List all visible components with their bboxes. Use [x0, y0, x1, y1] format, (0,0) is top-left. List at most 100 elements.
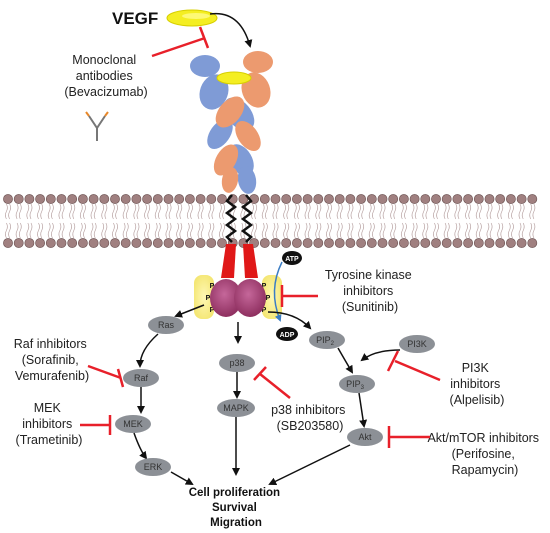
phospholipid-tail [186, 203, 190, 220]
phospholipid-head [527, 238, 538, 248]
phospholipid-tail [37, 222, 40, 239]
phospholipid-head [484, 194, 495, 204]
phospholipid-tail [286, 222, 290, 239]
svg-text:ERK: ERK [144, 462, 163, 472]
phospholipid-tail [433, 203, 436, 220]
arrow-akt-to-outcome [268, 444, 351, 485]
phospholipid-tail [390, 222, 393, 239]
phospholipid-tail [283, 203, 286, 220]
phospholipid-tail [297, 222, 300, 239]
phospholipid-tail [200, 203, 204, 220]
phospholipid-head [409, 238, 420, 248]
phospholipid-tail [93, 222, 97, 239]
pi3k-node: PI3K [399, 335, 435, 353]
phospholipid-tail [507, 203, 511, 220]
phospholipid-head [259, 194, 270, 204]
svg-text:PI3K: PI3K [407, 339, 427, 349]
phospholipid-tail [168, 203, 172, 220]
kinase-domain [210, 279, 266, 317]
phospholipid-tail [133, 222, 137, 239]
phospholipid-tail [101, 203, 105, 220]
phospholipid-head [88, 238, 99, 248]
binding-arrow [209, 12, 253, 48]
phospholipid-head [259, 238, 270, 248]
phospholipid-tail [372, 222, 375, 239]
phospholipid-tail [422, 222, 426, 239]
mek-node: MEK [115, 415, 151, 433]
phospholipid-tail [293, 203, 297, 220]
phospholipid-tail [265, 222, 268, 239]
phospholipid-head [45, 194, 56, 204]
phospholipid-tail [361, 222, 365, 239]
phospholipid-tail [222, 203, 225, 220]
vegf-bound [216, 71, 252, 85]
phospholipid-tail [379, 222, 383, 239]
phospholipid-head [206, 238, 217, 248]
phospholipid-tail [468, 222, 472, 239]
phospholipid-tail [511, 203, 514, 220]
phospholipid-tail [251, 222, 254, 239]
phospholipid-tail [422, 203, 426, 220]
phospholipid-tail [457, 222, 461, 239]
ras-node: Ras [148, 316, 184, 334]
phospholipid-tail [26, 222, 30, 239]
phospholipid-tail [489, 222, 493, 239]
phospholipid-tail [532, 222, 536, 239]
atp-to-adp-arrow [273, 261, 283, 322]
phospholipid-tail [372, 203, 375, 220]
phospholipid-head [195, 194, 206, 204]
phospholipid-head [527, 194, 538, 204]
mek-inhibition-bar [80, 415, 112, 435]
phospholipid-tail [122, 203, 126, 220]
svg-text:Raf: Raf [134, 373, 149, 383]
phospholipid-tail [72, 203, 76, 220]
phospholipid-tail [37, 203, 40, 220]
phospho-label: P [262, 283, 267, 290]
phospholipid-head [505, 238, 516, 248]
phospholipid-tail [197, 203, 201, 220]
phospholipid-head [152, 238, 163, 248]
phospholipid-head [473, 194, 484, 204]
phospholipid-tail [69, 222, 72, 239]
phospholipid-tail [393, 222, 397, 239]
phospholipid-tail [211, 222, 215, 239]
phospholipid-tail [261, 222, 265, 239]
phospholipid-tail [358, 222, 361, 239]
phospholipid-tail [5, 222, 8, 239]
svg-text:ATP: ATP [285, 256, 299, 263]
phospholipid-tail [529, 203, 533, 220]
phospholipid-tail [136, 222, 140, 239]
phospho-label: P [210, 283, 215, 290]
phospholipid-tail [411, 222, 415, 239]
arrow-to-ras [174, 304, 205, 318]
phospholipid-tail [379, 203, 383, 220]
phospholipid-head [131, 194, 142, 204]
phospholipid-tail [500, 203, 504, 220]
phospholipid-tail [336, 222, 340, 239]
phospholipid-head [409, 194, 420, 204]
p38-inhibitor-label: p38 inhibitors (SB203580) [271, 403, 349, 433]
mek-inhibitor-label: MEK inhibitors (Trametinib) [16, 401, 83, 447]
phospholipid-head [184, 238, 195, 248]
arrow-mek-to-erk [133, 432, 148, 460]
phospholipid-tail [147, 222, 151, 239]
transmembrane-helix-left [224, 194, 238, 243]
phospholipid-tail [144, 203, 147, 220]
phospholipid-head [67, 238, 78, 248]
phospholipid-tail [414, 203, 418, 220]
phospholipid-tail [176, 203, 179, 220]
phospholipid-tail [222, 222, 225, 239]
phospholipid-tail [479, 203, 482, 220]
phospholipid-tail [532, 203, 536, 220]
phospholipid-head [152, 194, 163, 204]
phospholipid-tail [79, 203, 83, 220]
phospholipid-head [516, 194, 527, 204]
phospholipid-tail [158, 222, 161, 239]
phospholipid-head [377, 194, 388, 204]
phospholipid-tail [69, 203, 72, 220]
phospholipid-tail [500, 222, 504, 239]
phospholipid-tail [144, 222, 147, 239]
pip2-node: PIP2 [309, 331, 345, 349]
svg-text:ADP: ADP [280, 332, 295, 339]
